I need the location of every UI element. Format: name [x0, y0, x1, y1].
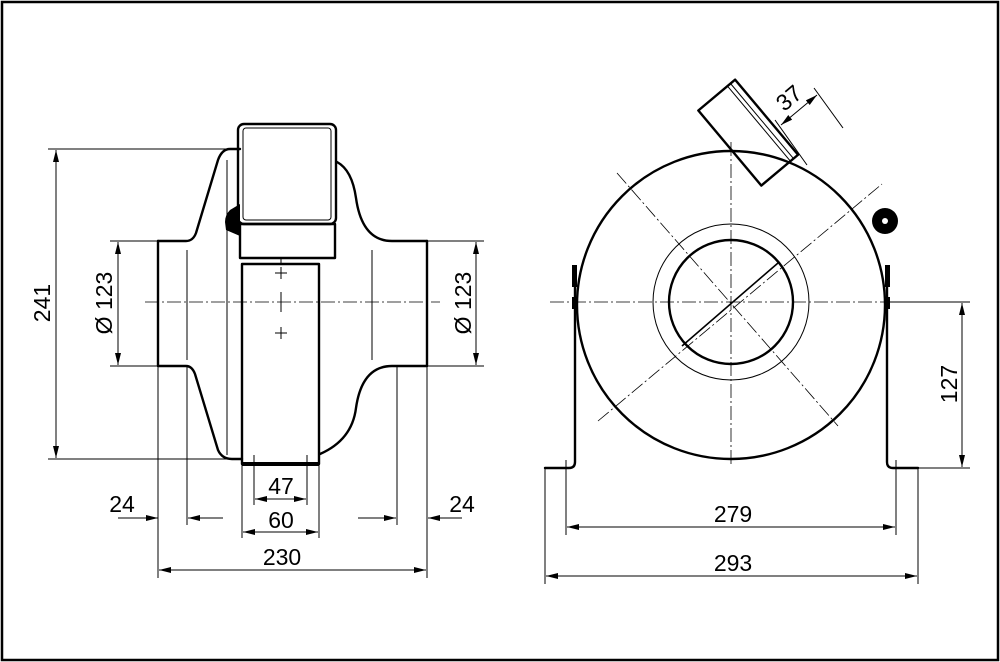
inlet-ring-outer	[652, 223, 810, 381]
dim-collar-left: 24	[109, 491, 135, 517]
mount-marks	[275, 267, 287, 339]
dim-bracket-inner-span: 279	[714, 501, 752, 527]
dim-terminal-inner: 47	[268, 473, 294, 499]
dim-outlet-diameter: Ø 123	[450, 272, 476, 335]
inlet-circle	[667, 238, 795, 366]
front-view: 37 127 279 293	[543, 78, 970, 584]
housing-outline-upper-right	[335, 160, 429, 243]
front-terminal-box	[697, 78, 800, 187]
dim-terminal-outer: 60	[268, 507, 294, 533]
dim-overall-height: 241	[29, 284, 55, 322]
bracket-right	[885, 266, 920, 470]
dim-collar-right: 24	[449, 491, 475, 517]
terminal-box	[236, 122, 338, 226]
housing-outline-lower-right	[318, 364, 429, 456]
housing-outline-lower	[156, 364, 244, 461]
dim-inlet-diameter: Ø 123	[91, 272, 117, 335]
side-view: 241 Ø 123 Ø 123 24 24 47 60 2	[29, 122, 484, 578]
terminal-box-base	[238, 222, 337, 260]
cable-gland-icon	[225, 204, 240, 236]
dim-shaft-height: 127	[936, 365, 962, 403]
dim-terminal-box-width: 37	[771, 80, 807, 116]
dim-bracket-outer-span: 293	[714, 550, 752, 576]
dim-overall-length: 230	[263, 544, 301, 570]
housing-outline-upper	[156, 147, 242, 243]
bracket-left	[543, 266, 577, 470]
